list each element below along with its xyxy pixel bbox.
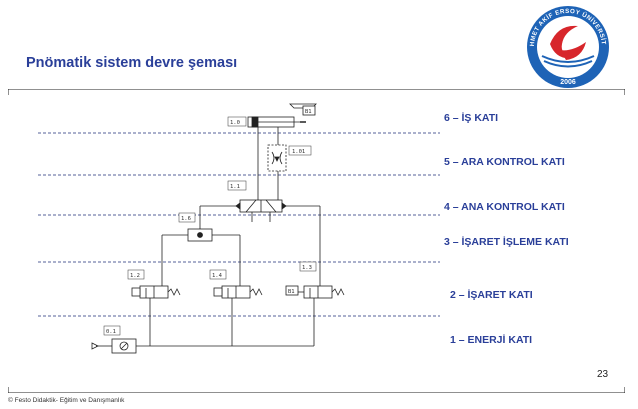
label-valve-right: 1.3 [302, 265, 312, 271]
level-1-label: 1 – ENERJİ KATI [450, 334, 533, 346]
label-supply: 0.1 [106, 329, 116, 335]
label-flow-valve: 1.01 [292, 149, 305, 155]
label-cylinder: 1.0 [230, 120, 240, 126]
level-2-label: 2 – İŞARET KATI [450, 289, 533, 301]
level-4-label: 4 – ANA KONTROL KATI [444, 201, 565, 213]
label-shuttle-valve: 1.6 [181, 216, 191, 222]
logo-year: 2006 [560, 79, 576, 86]
label-valve-left: 1.2 [130, 273, 140, 279]
label-main-valve: 1.1 [230, 184, 240, 190]
level-6-label: 6 – İŞ KATI [444, 112, 499, 124]
slide-title: Pnömatik sistem devre şeması [26, 55, 238, 71]
label-valve-mid: 1.4 [212, 273, 223, 279]
label-sensor-top: B1 [305, 109, 312, 115]
university-seal-icon: MEHMET AKİF ERSOY ÜNİVERSİTESİ 2006 [520, 4, 609, 88]
level-5-label: 5 – ARA KONTROL KATI [444, 156, 565, 168]
footer-copyright: © Festo Didaktik- Eğitim ve Danışmanlık [8, 397, 125, 404]
page-number: 23 [597, 369, 609, 380]
level-3-label: 3 – İŞARET İŞLEME KATI [444, 236, 569, 248]
label-sensor-bottom: B1 [288, 289, 295, 295]
